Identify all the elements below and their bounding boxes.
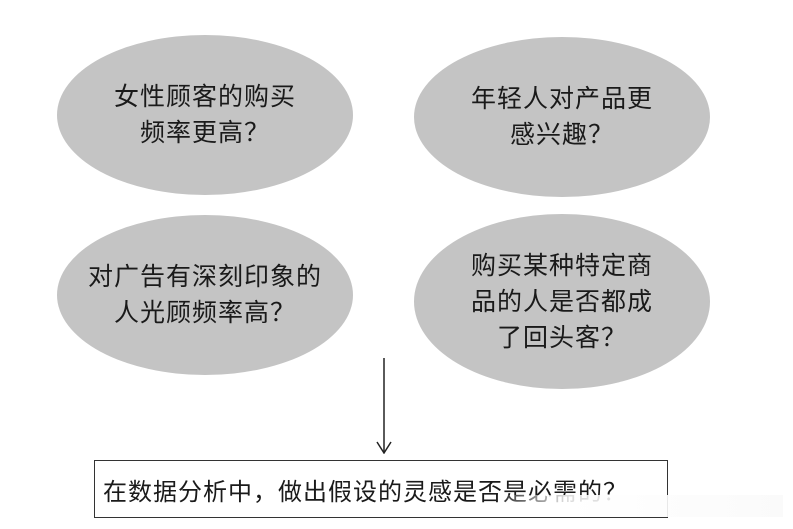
hypothesis-3-line-2: 人光顾频率高？ bbox=[113, 298, 296, 327]
down-arrow-icon bbox=[376, 358, 392, 454]
hypothesis-text-2: 年轻人对产品更 感兴趣？ bbox=[471, 81, 653, 153]
watermark-overlay bbox=[493, 495, 783, 517]
hypothesis-2-line-1: 年轻人对产品更 bbox=[470, 84, 653, 113]
hypothesis-ellipse-1: 女性顾客的购买 频率更高？ bbox=[57, 35, 353, 195]
hypothesis-1-line-2: 频率更高？ bbox=[139, 118, 270, 147]
hypothesis-4-line-2: 品的人是否都成 bbox=[470, 286, 653, 316]
hypothesis-1-line-1: 女性顾客的购买 bbox=[113, 82, 296, 111]
hypothesis-3-line-1: 对广告有深刻印象的 bbox=[87, 262, 322, 291]
hypothesis-ellipse-2: 年轻人对产品更 感兴趣？ bbox=[414, 37, 710, 197]
hypothesis-4-line-3: 了回头客？ bbox=[496, 322, 627, 352]
hypothesis-ellipse-4: 购买某种特定商 品的人是否都成 了回头客？ bbox=[414, 214, 710, 389]
hypothesis-2-line-2: 感兴趣？ bbox=[509, 120, 614, 149]
hypothesis-text-1: 女性顾客的购买 频率更高？ bbox=[114, 79, 296, 151]
hypothesis-text-4: 购买某种特定商 品的人是否都成 了回头客？ bbox=[471, 248, 653, 356]
hypothesis-text-3: 对广告有深刻印象的 人光顾频率高？ bbox=[88, 259, 322, 331]
hypothesis-4-line-1: 购买某种特定商 bbox=[470, 250, 653, 280]
hypothesis-ellipse-3: 对广告有深刻印象的 人光顾频率高？ bbox=[57, 215, 353, 375]
